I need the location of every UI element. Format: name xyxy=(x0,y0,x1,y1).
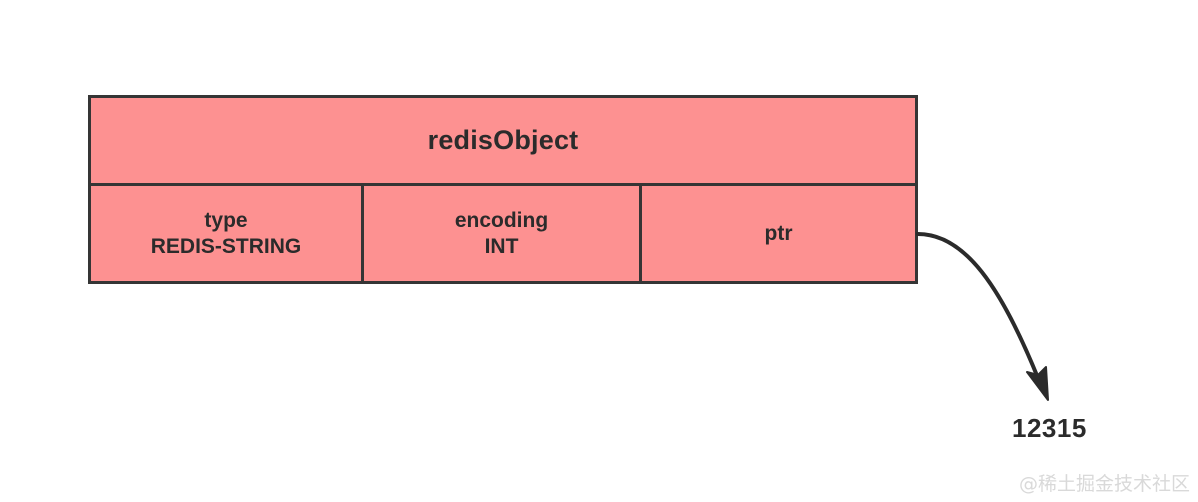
redis-object-fields-row: type REDIS-STRING encoding INT ptr xyxy=(91,186,915,281)
redis-object-title: redisObject xyxy=(427,125,579,155)
field-cell-encoding: encoding INT xyxy=(364,186,642,281)
redis-object-title-row: redisObject xyxy=(91,98,915,186)
field-label-encoding: encoding xyxy=(454,208,549,232)
field-cell-type: type REDIS-STRING xyxy=(91,186,364,281)
pointer-target-value: 12315 xyxy=(1012,413,1087,443)
watermark: @稀土掘金技术社区 xyxy=(1018,473,1190,495)
curved-arrow-icon xyxy=(916,232,1049,401)
field-label-type: type xyxy=(204,208,248,232)
redis-object-box: redisObject type REDIS-STRING encoding I… xyxy=(88,95,918,284)
field-value-encoding: INT xyxy=(484,234,519,258)
field-value-type: REDIS-STRING xyxy=(150,234,302,258)
field-cell-ptr: ptr xyxy=(642,186,915,281)
field-label-ptr: ptr xyxy=(764,221,793,245)
